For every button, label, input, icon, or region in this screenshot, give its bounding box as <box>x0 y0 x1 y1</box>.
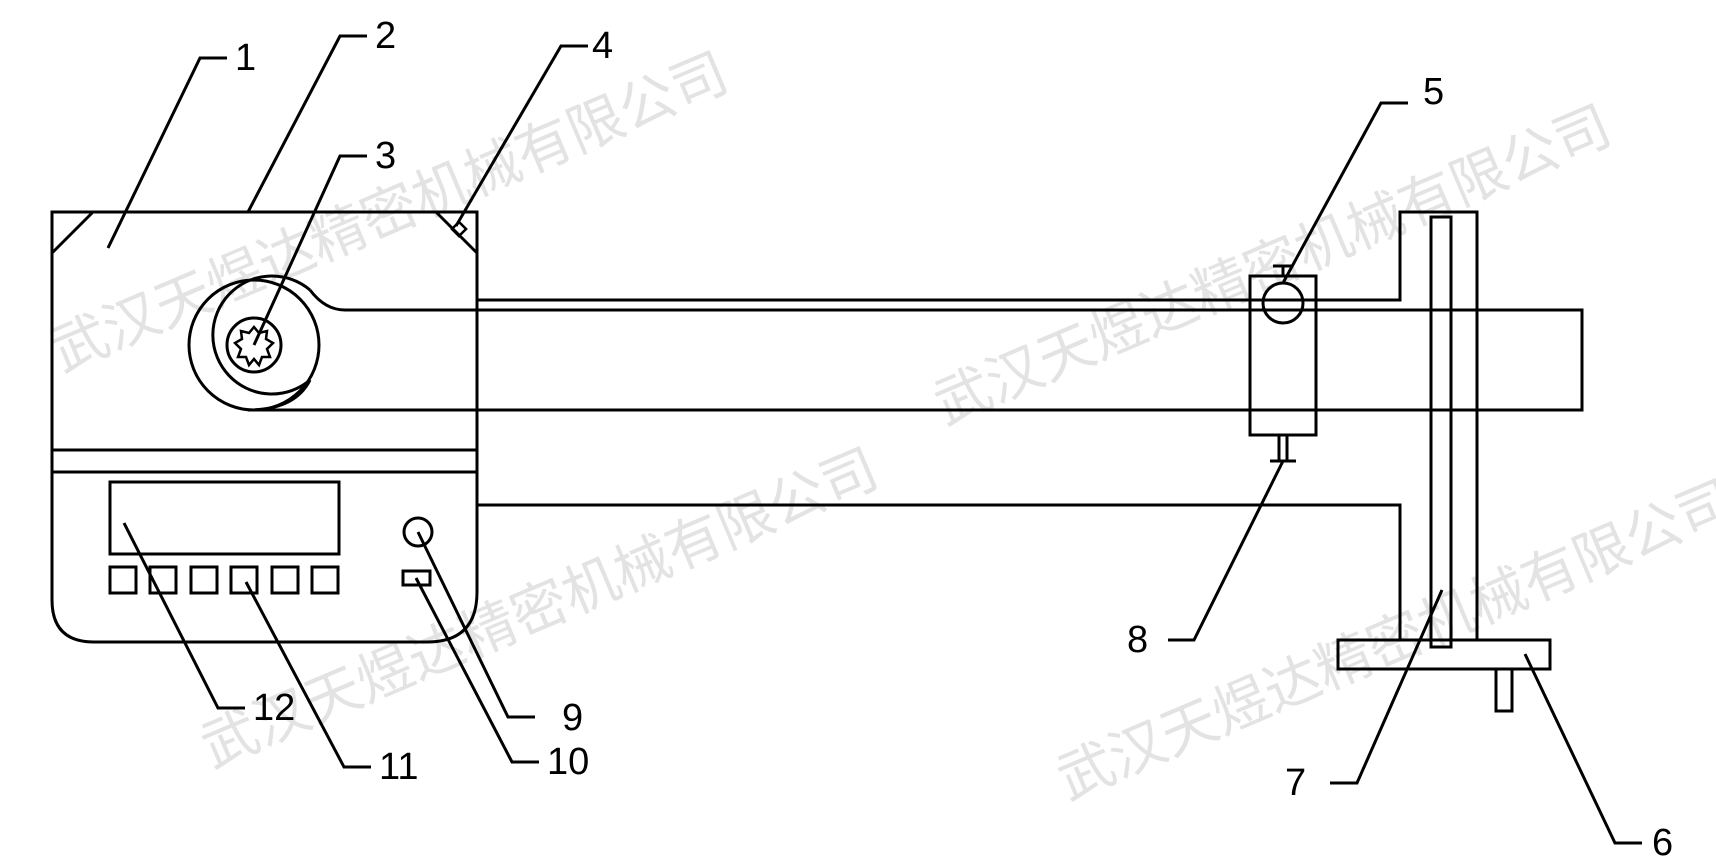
callout-10: 10 <box>547 741 589 783</box>
leader-8 <box>1168 460 1285 642</box>
power-switch <box>401 569 432 587</box>
display-screen <box>108 480 341 556</box>
control-knob <box>402 516 434 548</box>
leader-2 <box>246 34 367 213</box>
panel-button-1 <box>108 565 138 595</box>
panel-button-6 <box>310 565 340 595</box>
lever-arm <box>187 274 477 412</box>
control-panel <box>108 480 434 595</box>
callout-labels: 1 2 3 4 5 6 7 8 9 10 11 12 <box>235 15 1673 864</box>
leader-1 <box>106 56 227 249</box>
callout-8: 8 <box>1127 619 1148 661</box>
callout-6: 6 <box>1652 822 1673 864</box>
panel-button-4 <box>229 565 259 595</box>
rotor-inner-circle <box>225 316 283 374</box>
panel-button-3 <box>189 565 219 595</box>
main-housing <box>50 210 479 644</box>
vertical-column <box>1429 215 1453 649</box>
leader-lines <box>106 34 1642 845</box>
leader-9 <box>416 531 535 719</box>
watermark-3: 武汉天煜达精密机械有限公司 <box>925 94 1621 438</box>
callout-11: 11 <box>379 746 418 788</box>
callout-3: 3 <box>375 135 396 177</box>
callout-9: 9 <box>562 697 583 739</box>
watermark-2: 武汉天煜达精密机械有限公司 <box>192 437 888 781</box>
callout-4: 4 <box>592 25 613 67</box>
callout-2: 2 <box>375 15 396 57</box>
spline-shaft-icon <box>232 325 276 368</box>
panel-button-5 <box>270 565 300 595</box>
horizontal-beams <box>477 298 1584 507</box>
base-plate <box>1336 638 1552 671</box>
callout-1: 1 <box>235 37 256 79</box>
base-foot <box>1494 667 1514 713</box>
callout-7: 7 <box>1285 762 1306 804</box>
leader-6 <box>1523 653 1642 845</box>
callout-12: 12 <box>253 687 295 729</box>
support-frame <box>1316 210 1552 713</box>
leader-10 <box>414 577 539 764</box>
leader-3 <box>252 154 367 346</box>
rotor-ring <box>187 278 321 412</box>
test-bar-outline <box>477 308 1584 412</box>
panel-button-2 <box>148 565 178 595</box>
leader-4 <box>454 44 588 227</box>
lever-arm-top <box>308 289 477 312</box>
leader-7 <box>1330 589 1444 785</box>
housing-outline <box>50 210 479 644</box>
lever-arm-outline <box>211 274 311 396</box>
chamfer-left <box>50 210 95 255</box>
leader-11 <box>244 581 371 769</box>
frame-lower-arm <box>1316 503 1402 640</box>
callout-5: 5 <box>1423 71 1444 113</box>
frame-upper-arm <box>1316 210 1479 640</box>
leader-5 <box>1281 101 1408 284</box>
leader-12 <box>122 522 245 710</box>
